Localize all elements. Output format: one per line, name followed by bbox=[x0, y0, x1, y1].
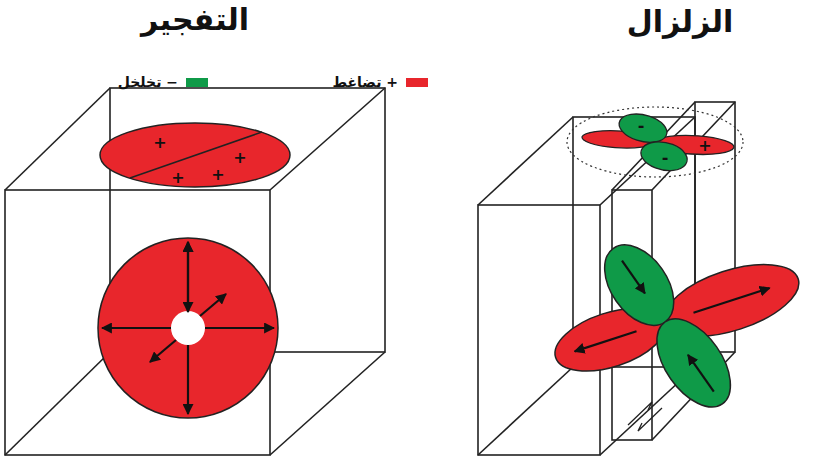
focal-mechanism-top bbox=[567, 107, 743, 177]
fault-slip-arrows bbox=[628, 402, 662, 431]
panel-heading: التفجير bbox=[141, 2, 249, 38]
explosion-disk bbox=[98, 238, 278, 418]
compression-ellipse bbox=[100, 123, 290, 187]
legend-item: − تخلخل bbox=[118, 74, 208, 90]
legend-swatch bbox=[186, 78, 208, 87]
explosion-box: التفجير bbox=[2, 0, 398, 459]
plus-sign: + bbox=[153, 135, 166, 151]
legend-item: + تضاغط bbox=[333, 74, 428, 90]
focal-mechanism bbox=[547, 232, 807, 420]
panel-heading: الزلزال bbox=[627, 4, 733, 40]
plus-sign: + bbox=[211, 167, 224, 183]
plus-sign: + bbox=[698, 138, 711, 154]
plus-sign: + bbox=[233, 150, 246, 166]
explosion-cube bbox=[5, 88, 385, 455]
plus-sign: + bbox=[171, 170, 184, 186]
earthquake-box: الزلزال bbox=[470, 0, 820, 459]
minus-sign: - bbox=[638, 118, 645, 134]
legend-swatch bbox=[406, 78, 428, 87]
legend-text: − تخلخل bbox=[118, 74, 178, 90]
legend-text: + تضاغط bbox=[333, 74, 398, 90]
minus-sign: - bbox=[662, 150, 669, 166]
